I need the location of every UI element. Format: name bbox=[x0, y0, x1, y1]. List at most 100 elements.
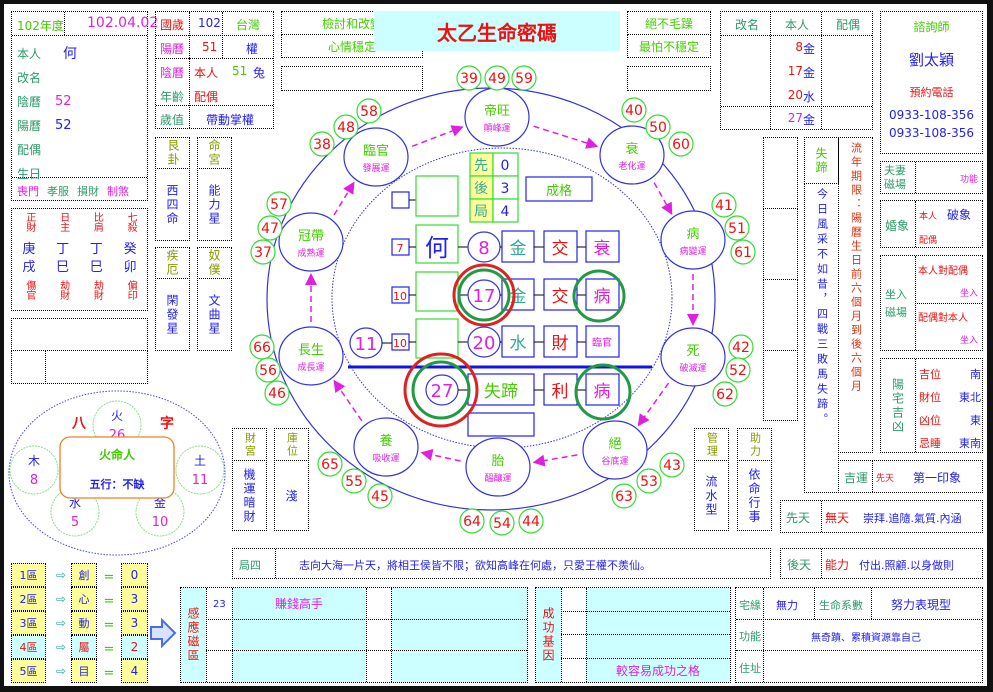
ju-label: 局四 bbox=[239, 559, 261, 572]
highlight-circle-green bbox=[411, 360, 471, 420]
age-bubble: 53 bbox=[636, 468, 662, 494]
luck-tag: 先天 bbox=[876, 474, 895, 484]
ming-type: 火命人 bbox=[99, 447, 136, 462]
cycle-node-name: 衰 bbox=[625, 141, 638, 157]
guo-sui-label: 國歲 bbox=[160, 18, 185, 32]
house-row: 凶位東 bbox=[919, 409, 981, 432]
cycle-node-name: 冠帶 bbox=[298, 229, 324, 244]
ganzhi-column: 正財庚戌傷官 bbox=[22, 212, 35, 310]
small-num: 10 bbox=[393, 337, 407, 350]
house-fate-table: 宅緣 無力 生命系數 努力表現型 功能 無奇蹟、累積資源靠自己 住址 bbox=[735, 587, 983, 683]
couple-value: 功能 bbox=[959, 175, 978, 185]
row-state: 病 bbox=[594, 287, 611, 307]
highlight-circle-green bbox=[574, 363, 632, 421]
cycle-arrow bbox=[653, 182, 673, 215]
earthly-branch: 巳 bbox=[56, 260, 70, 275]
age-box: 國歲 102 台灣 陽曆 51 權 陰曆 本人 51 兔 年齡 配偶 歲值 帶動… bbox=[155, 11, 274, 129]
age-number: 45 bbox=[371, 489, 389, 505]
cycle-node-name: 長生 bbox=[298, 343, 324, 358]
induction-num: 23 bbox=[213, 599, 226, 610]
age-bubble: 55 bbox=[341, 468, 367, 494]
equals-sign: = bbox=[103, 617, 115, 633]
profile-row-value: 何 bbox=[63, 46, 78, 62]
highlight-circle-green bbox=[572, 269, 626, 323]
profile-row: 本人 何 bbox=[17, 42, 77, 66]
cycle-arrow bbox=[532, 454, 578, 467]
zhu-li-label: 助力 bbox=[748, 431, 762, 458]
ten-god-bottom: 傷官 bbox=[23, 280, 35, 300]
age-bubble: 40 bbox=[621, 97, 647, 123]
house-direction-label: 忌睡 bbox=[919, 437, 941, 450]
ju-text: 志向大海一片天，將相王侯皆不限；欲知高峰在何處，只愛王權不羨仙。 bbox=[299, 559, 651, 572]
couple-box: 夫妻磁場 功能 bbox=[880, 161, 983, 194]
total-number: 27 bbox=[431, 381, 454, 402]
self-num: 17 bbox=[787, 64, 803, 78]
age-bubble: 38 bbox=[309, 131, 335, 157]
header-spouse: 配偶 bbox=[836, 18, 861, 32]
profile-row-label: 本人 bbox=[17, 47, 42, 61]
ten-god-top: 比肩 bbox=[91, 212, 103, 232]
hou-tian-value: 付出.照顧.以身做則 bbox=[859, 559, 954, 572]
region: 台灣 bbox=[236, 18, 261, 32]
age-bubble: 56 bbox=[255, 357, 281, 383]
age-number: 46 bbox=[268, 386, 286, 402]
row-number: 8 bbox=[478, 238, 489, 259]
ten-god-bottom: 劫財 bbox=[57, 280, 69, 300]
score-label: 先 bbox=[474, 158, 488, 174]
age-bubble: 44 bbox=[518, 508, 544, 534]
profile-row-label: 配偶 bbox=[17, 143, 42, 157]
cycle-node-sub: 谷底運 bbox=[601, 455, 628, 467]
house-direction-value: 東南 bbox=[959, 437, 981, 450]
seat-box: 坐入磁場 本人對配偶 坐入 配偶對本人 坐入 bbox=[880, 255, 983, 351]
ganzhi-column: 七殺癸卯偏印 bbox=[124, 212, 137, 310]
cycle-node-name: 臨官 bbox=[363, 143, 389, 159]
age-number: 56 bbox=[259, 363, 277, 379]
profile-row-label: 生日 bbox=[17, 167, 42, 181]
age-bubble: 49 bbox=[484, 65, 510, 91]
ku-wei-value: 淺 bbox=[285, 489, 298, 503]
age-number: 64 bbox=[463, 514, 481, 530]
grid-box bbox=[525, 176, 593, 202]
phone[interactable]: 0933-108-356 bbox=[888, 108, 974, 122]
zone-char: 動 bbox=[71, 611, 97, 635]
age-number: 63 bbox=[615, 489, 633, 505]
age-bubble: 51 bbox=[724, 215, 750, 241]
age-bubble: 45 bbox=[367, 483, 393, 509]
cycle-node-sub: 病變運 bbox=[679, 245, 706, 257]
quan: 權 bbox=[246, 42, 259, 56]
cycle-node-sub: 成熟運 bbox=[297, 247, 324, 259]
arrow-right-icon: ⇨ bbox=[55, 664, 67, 678]
zone-value: 3 bbox=[121, 587, 148, 611]
grid-box bbox=[415, 318, 459, 359]
element-value: 10 bbox=[152, 515, 169, 530]
profile-row-value: 52 bbox=[55, 94, 72, 109]
grid-box bbox=[585, 373, 620, 406]
arrow-right-icon: ⇨ bbox=[55, 568, 67, 582]
highlight-circle-red bbox=[403, 352, 479, 428]
element-name: 火 bbox=[111, 409, 123, 423]
inner-ring bbox=[331, 147, 673, 449]
arrow-right-icon bbox=[150, 617, 177, 649]
phone[interactable]: 0933-108-356 bbox=[888, 126, 974, 140]
ming-gong-label: 命宮 bbox=[207, 139, 221, 167]
total-element: 金 bbox=[803, 113, 816, 127]
earthly-branch: 戌 bbox=[22, 260, 36, 275]
age-bubble: 42 bbox=[728, 334, 754, 360]
row-element: 水 bbox=[510, 334, 527, 354]
score-label: 後 bbox=[474, 181, 488, 197]
cycle-node-sub: 發展運 bbox=[362, 162, 389, 174]
heavenly-stem: 丁 bbox=[56, 242, 70, 257]
score-value-cell bbox=[492, 198, 519, 223]
score-value: 3 bbox=[501, 181, 510, 197]
ganzhi-box: 正財庚戌傷官日主丁巳劫財比肩丁巳劫財七殺癸卯偏印 bbox=[11, 208, 148, 311]
hou-tian-label: 後天 bbox=[787, 558, 812, 572]
age-number: 48 bbox=[337, 120, 355, 136]
score-label: 局 bbox=[474, 204, 488, 220]
house-direction-label: 凶位 bbox=[919, 414, 941, 427]
marriage-self-value: 破象 bbox=[947, 208, 972, 222]
self-num: 8 bbox=[795, 40, 803, 54]
zone-char: 屬 bbox=[71, 635, 97, 659]
